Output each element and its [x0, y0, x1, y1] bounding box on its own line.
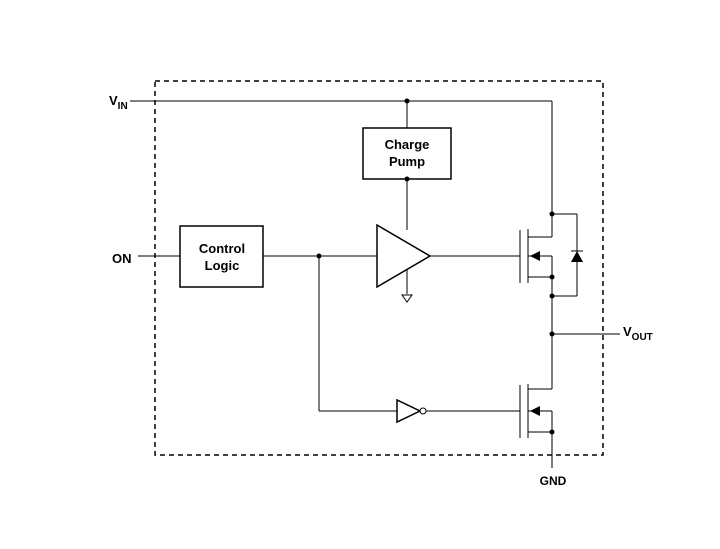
vout-sub: OUT [632, 332, 653, 343]
vout-main: V [623, 324, 632, 339]
charge-pump-label-line1: Charge [385, 137, 430, 152]
vin-sub: IN [118, 101, 128, 112]
control-logic-block: Control Logic [179, 225, 264, 288]
vin-rail [130, 98, 553, 237]
svg-text:VOUT: VOUT [623, 324, 653, 343]
low-side-mosfet [519, 384, 555, 468]
high-side-mosfet [519, 229, 555, 296]
gnd-pin-label: GND [540, 474, 567, 488]
vout-pin-label: VOUT [623, 324, 653, 343]
control-logic-label-line2: Logic [205, 258, 240, 273]
body-diode [549, 211, 583, 299]
inverter [396, 398, 427, 424]
driver-buffer [376, 223, 432, 303]
svg-text:VIN: VIN [109, 93, 128, 112]
charge-pump-label-line2: Pump [389, 154, 425, 169]
device-boundary [154, 80, 604, 456]
charge-pump-block: Charge Pump [362, 127, 452, 180]
vin-pin-label: VIN [109, 93, 128, 112]
control-logic-label-line1: Control [199, 241, 245, 256]
vin-main: V [109, 93, 118, 108]
on-pin-label: ON [112, 251, 132, 266]
